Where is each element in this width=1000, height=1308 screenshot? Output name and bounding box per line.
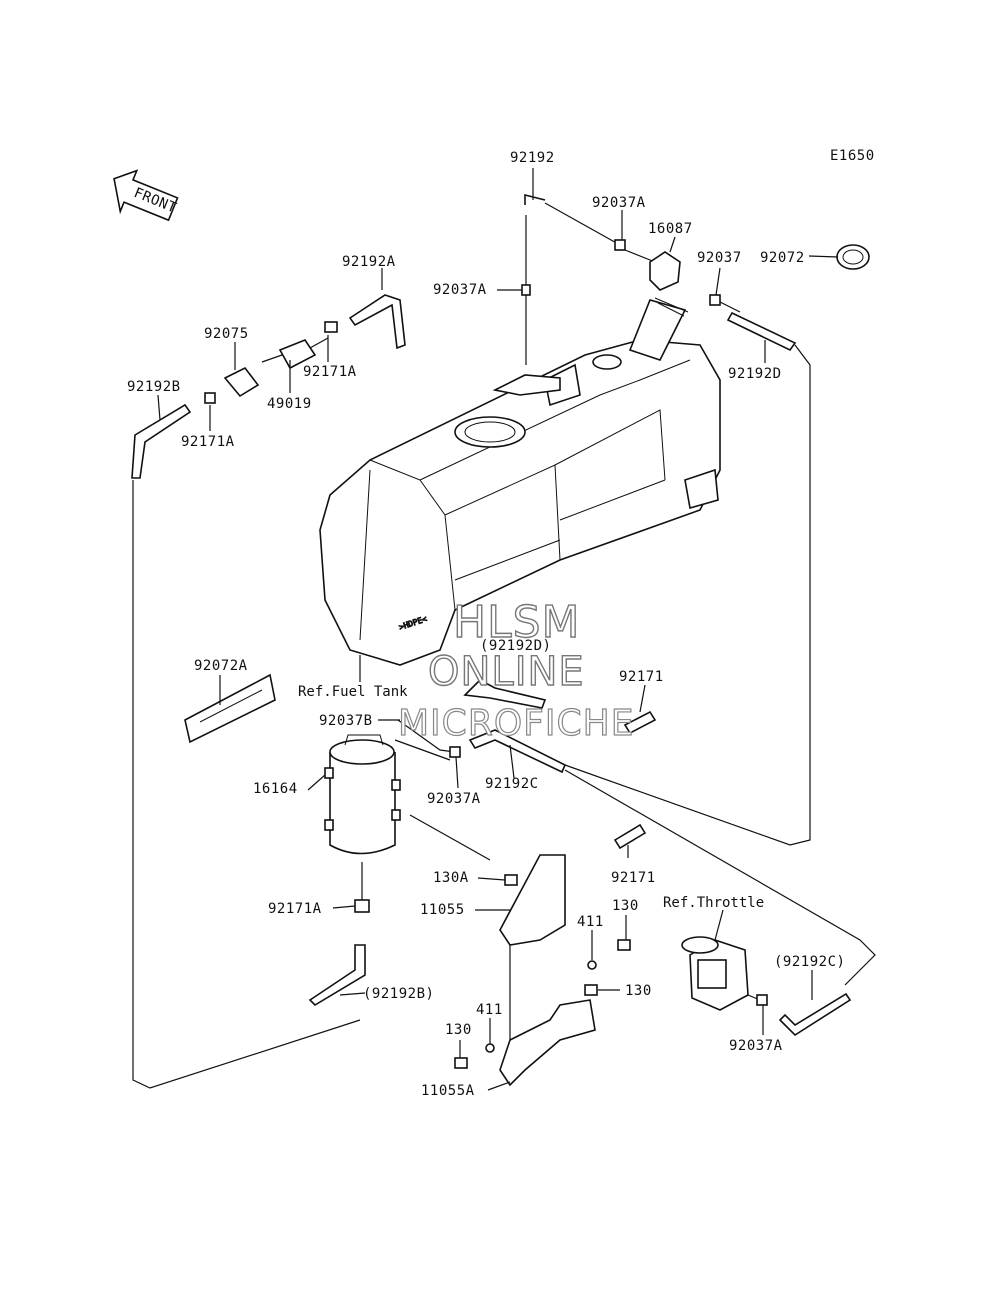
label-92072a: 92072A (194, 658, 248, 674)
label-130a: 130A (433, 870, 469, 886)
label-130-c: 130 (445, 1022, 472, 1038)
label-411-a: 411 (577, 914, 604, 930)
label-92037: 92037 (697, 250, 742, 266)
label-411-b: 411 (476, 1002, 503, 1018)
label-11055a: 11055A (421, 1083, 475, 1099)
label-92192c-ref: (92192C) (774, 954, 845, 970)
label-92037b: 92037B (319, 713, 373, 729)
middle-hose-assembly (397, 679, 876, 986)
label-92192b-ref: (92192B) (363, 986, 434, 1002)
label-92192: 92192 (510, 150, 555, 166)
strap (184, 673, 276, 744)
left-filter-assembly (131, 294, 406, 1089)
label-92192d-ref: (92192D) (480, 638, 551, 654)
ref-throttle: Ref.Throttle (663, 895, 764, 911)
label-92037a-left: 92037A (433, 282, 487, 298)
label-92171-a: 92171 (619, 669, 664, 685)
label-92037a-top: 92037A (592, 195, 646, 211)
label-92075: 92075 (204, 326, 249, 342)
label-92192b: 92192B (127, 379, 181, 395)
diagram-code: E1650 (830, 148, 875, 164)
label-130-a: 130 (612, 898, 639, 914)
watermark-line3: MICROFICHE (398, 703, 634, 744)
leader-lines (157, 168, 839, 1091)
label-92192c: 92192C (485, 776, 539, 792)
watermark-line2: ONLINE (428, 649, 585, 695)
front-arrow-icon: FRONT (113, 169, 179, 222)
canister (308, 734, 451, 1007)
label-130-b: 130 (625, 983, 652, 999)
label-16087: 16087 (648, 221, 693, 237)
part-labels: 92192 92037A 16087 92037 92072 92037A 92… (127, 150, 845, 1099)
watermark-line1: HLSM (453, 597, 581, 648)
label-92037a-bottom: 92037A (729, 1038, 783, 1054)
label-92171-b: 92171 (611, 870, 656, 886)
label-92192a: 92192A (342, 254, 396, 270)
label-92037a-mid: 92037A (427, 791, 481, 807)
label-16164: 16164 (253, 781, 298, 797)
label-92171a-c: 92171A (268, 901, 322, 917)
watermark: HLSM ONLINE MICROFICHE (397, 596, 634, 744)
brackets (409, 814, 631, 1087)
label-11055: 11055 (420, 902, 465, 918)
label-92072: 92072 (760, 250, 805, 266)
fuel-tank: >HDPE< (319, 297, 721, 666)
throttle-body (681, 936, 852, 1037)
label-92192d: 92192D (728, 366, 782, 382)
ref-fuel-tank: Ref.Fuel Tank (298, 684, 408, 700)
label-92171a-b: 92171A (181, 434, 235, 450)
label-49019: 49019 (267, 396, 312, 412)
label-92171a-a: 92171A (303, 364, 357, 380)
